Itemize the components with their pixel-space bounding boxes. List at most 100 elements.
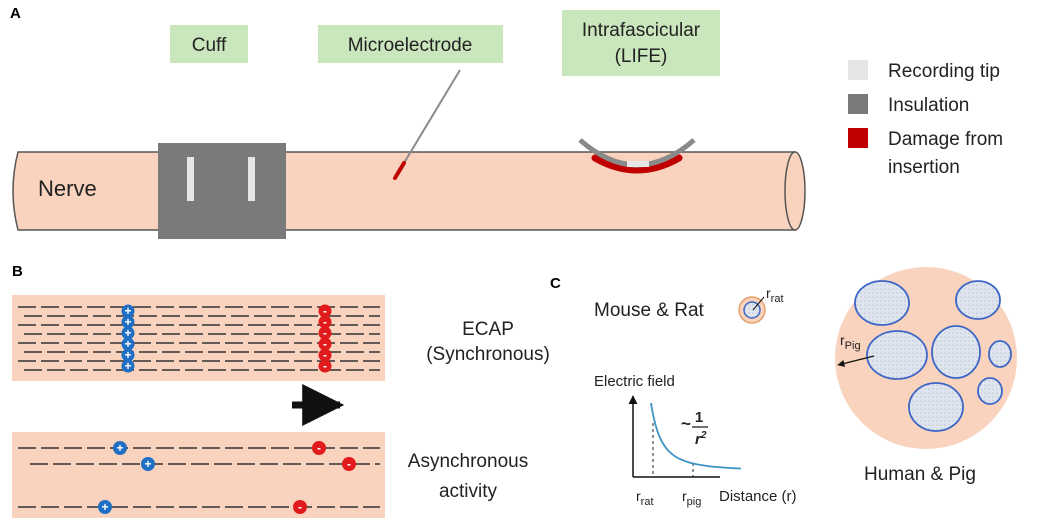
legend-insulation: Insulation [888,95,969,116]
charge-sign: - [298,500,302,514]
intrafascicular-label-line2: (LIFE) [615,46,668,67]
positive-charge: + [121,315,135,329]
charge-sign: - [323,359,327,373]
charge-sign: + [144,457,151,471]
formula-tilde: ~ [681,414,691,433]
nerve-end [784,151,806,231]
charge-sign: - [323,326,327,340]
charge-sign: - [323,304,327,318]
charge-circle [318,337,332,351]
legend-swatch-damage [848,128,868,148]
ecap-charges: ++++++------ [121,304,332,373]
async-nerve [12,432,385,518]
mouse-rat-label: Mouse & Rat [594,300,705,321]
pig-fascicles [854,280,1012,432]
negative-charge: - [318,359,332,373]
charge-circle [121,348,135,362]
charge-sign: - [317,441,321,455]
charge-circle [342,457,356,471]
charge-circle [318,359,332,373]
positive-charge: + [121,359,135,373]
charge-circle [318,315,332,329]
fascicle [931,325,981,379]
microelectrode-label-box [318,25,503,63]
charge-sign: + [124,304,131,318]
charge-circle [293,500,307,514]
charge-circle [121,304,135,318]
positive-charge: + [121,348,135,362]
field-curve [650,402,742,470]
negative-charge: - [293,500,307,514]
legend-recording-tip: Recording tip [888,61,1000,82]
fascicle [955,280,1001,320]
life-damage [591,154,683,174]
cuff-label-box [170,25,248,63]
panel-c-label: C [550,275,561,292]
charge-sign: + [124,337,131,351]
negative-charge: - [342,457,356,471]
positive-charge: + [141,457,155,471]
negative-charge: - [318,315,332,329]
panel-c: C Mouse & Rat rrat Electric field ~ 1 r2… [550,267,1017,508]
r-pig-pointer [837,355,875,367]
r-rat-label: rrat [766,285,784,305]
fascicle [866,330,928,380]
tick-r-pig: rpig [682,488,701,508]
fascicle [908,382,964,432]
microelectrode-label: Microelectrode [348,35,473,56]
charge-circle [113,441,127,455]
r-rat-pointer [752,296,765,311]
charge-sign: + [124,348,131,362]
negative-charge: - [318,337,332,351]
panel-b: B ++++++------ ECAP (Synchronous) +++---… [12,263,550,518]
panel-a: A Cuff Microelectrode Intrafascicular (L… [10,5,1003,239]
legend-swatch-insulation [848,94,868,114]
charge-circle [318,326,332,340]
positive-charge: + [121,326,135,340]
fascicle [977,377,1003,405]
fascicle [988,340,1012,368]
ecap-label-line2: (Synchronous) [426,344,550,365]
graph-xlabel: Distance (r) [719,488,797,505]
positive-charge: + [121,304,135,318]
legend-damage-line2: insertion [888,157,960,178]
charge-sign: - [323,315,327,329]
charge-sign: - [347,457,351,471]
charge-sign: - [323,348,327,362]
cuff-recording-tip-1 [187,157,194,201]
negative-charge: - [318,326,332,340]
life-recording-tip [627,161,649,167]
formula-denominator: r2 [695,430,707,448]
charge-circle [121,359,135,373]
legend-swatch-recording-tip [848,60,868,80]
panel-a-label: A [10,5,21,22]
charge-sign: + [101,500,108,514]
charge-circle [318,304,332,318]
fascicle [854,280,910,326]
tick-r-rat: rrat [636,488,654,508]
cuff-electrode [158,143,286,239]
charge-circle [121,337,135,351]
charge-circle [121,315,135,329]
legend: Recording tip Insulation Damage from ins… [848,60,1003,178]
r-pig-label: rPig [840,332,861,352]
negative-charge: - [318,348,332,362]
async-label-line1: Asynchronous [408,451,528,472]
charge-circle [121,326,135,340]
microelectrode-damage [393,161,406,180]
panel-b-label: B [12,263,23,280]
charge-sign: + [116,441,123,455]
cuff-label: Cuff [192,35,227,56]
charge-sign: + [124,315,131,329]
positive-charge: + [121,337,135,351]
graph-ylabel: Electric field [594,373,675,390]
async-charges: + + + - - - [98,441,356,514]
intrafascicular-label-box [562,10,720,76]
positive-charge: + [113,441,127,455]
human-pig-label: Human & Pig [864,464,976,485]
charge-circle [98,500,112,514]
charge-circle [312,441,326,455]
charge-sign: + [124,359,131,373]
charge-circle [318,348,332,362]
